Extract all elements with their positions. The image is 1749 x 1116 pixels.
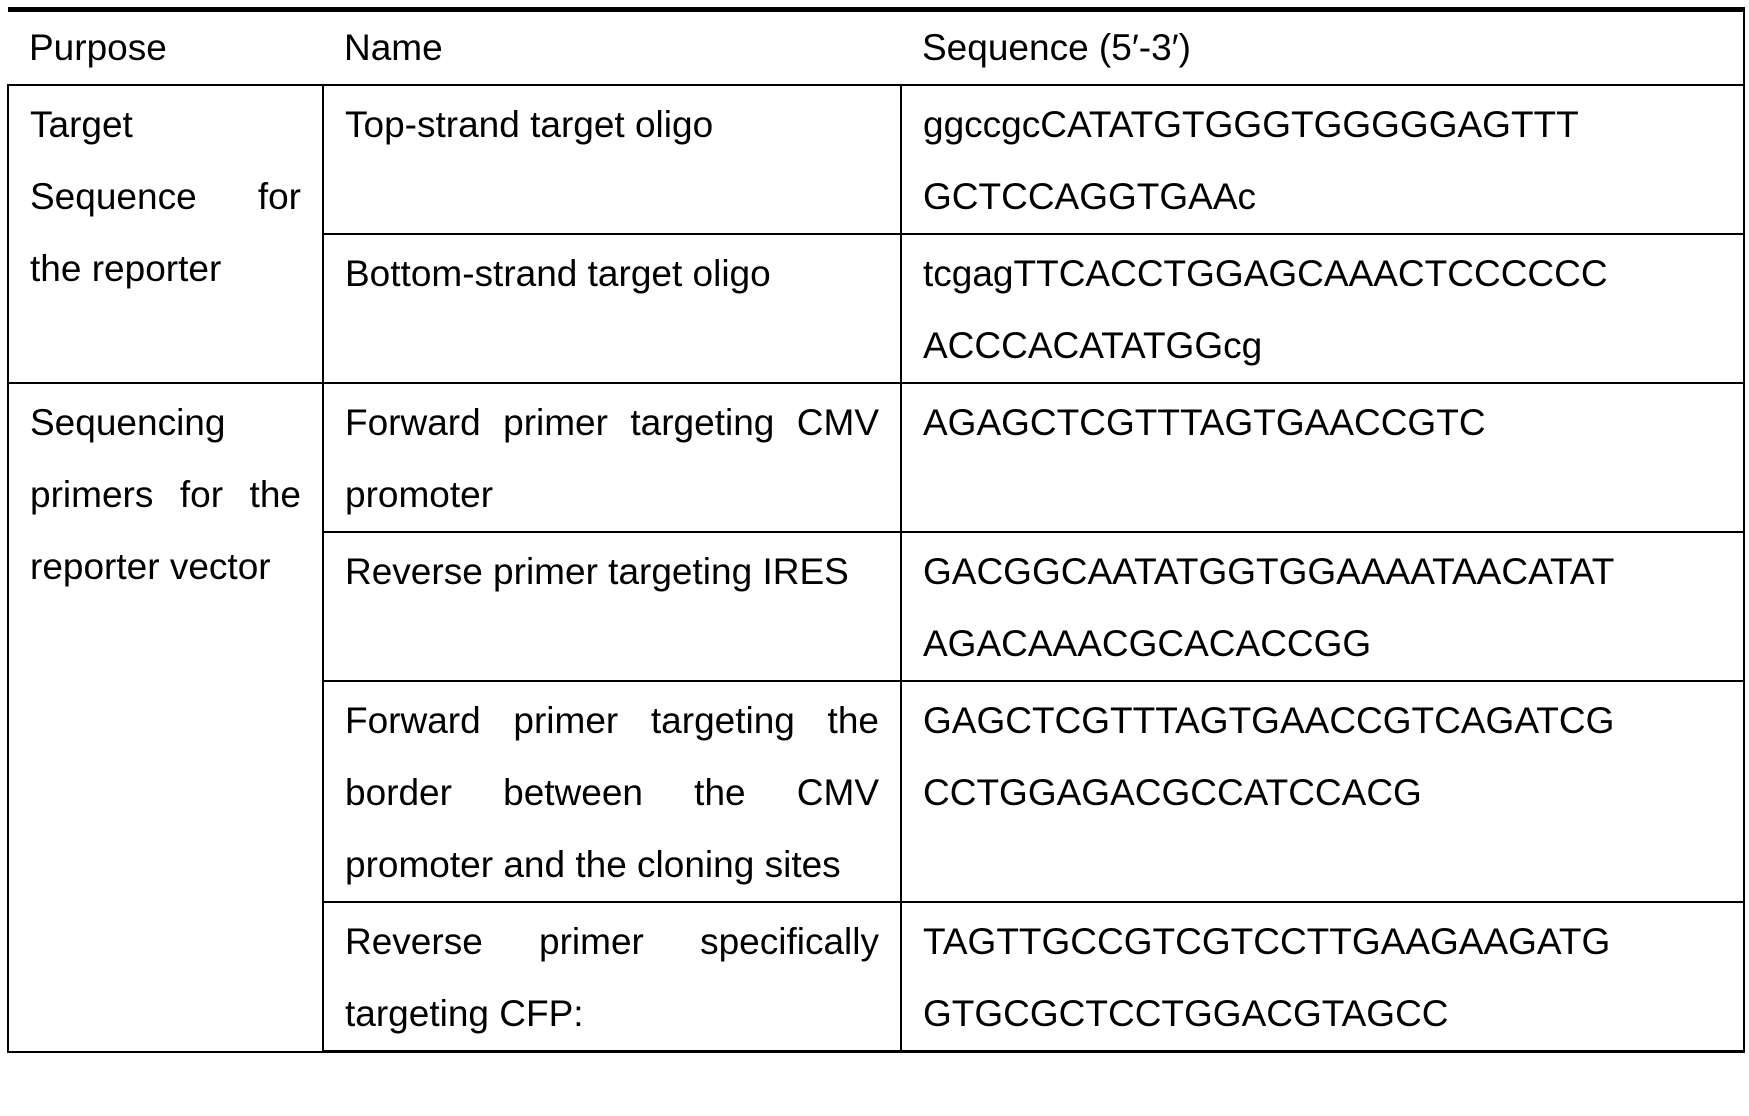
purpose-cell: Sequencing primers for the reporter vect… [7, 382, 324, 1053]
sequence-line: GACGGCAATATGGTGGAAAATAACATAT [923, 551, 1615, 592]
primer-table-container: Purpose Name Sequence (5′-3′) Target Seq… [7, 7, 1745, 1053]
sequence-cell: AGAGCTCGTTTAGTGAACCGTC [900, 382, 1745, 533]
name-cell: Reverse primer targeting IRES [322, 531, 902, 682]
name-cell: Reverse primer specifically targeting CF… [322, 901, 902, 1053]
name-cell: Forward primer targeting CMV promoter [322, 382, 902, 533]
sequence-cell: tcgagTTCACCTGGAGCAAACTCCCCCC ACCCACATATG… [900, 233, 1745, 384]
sequence-cell: TAGTTGCCGTCGTCCTTGAAGAAGATG GTGCGCTCCTGG… [900, 901, 1745, 1053]
sequence-line: AGACAAACGCACACCGG [923, 623, 1372, 664]
purpose-cell: Target Sequence for the reporter [7, 84, 324, 384]
sequence-cell: GAGCTCGTTTAGTGAACCGTCAGATCG CCTGGAGACGCC… [900, 680, 1745, 903]
sequence-line: ggccgcCATATGTGGGTGGGGGAGTTT [923, 104, 1579, 145]
table-row: Forward primer targeting the border betw… [8, 680, 1745, 903]
sequence-line: TAGTTGCCGTCGTCCTTGAAGAAGATG [923, 921, 1611, 962]
sequence-cell: GACGGCAATATGGTGGAAAATAACATAT AGACAAACGCA… [900, 531, 1745, 682]
sequence-line: GCTCCAGGTGAAc [923, 176, 1257, 217]
header-sequence: Sequence (5′-3′) [901, 7, 1745, 86]
header-purpose: Purpose [8, 7, 323, 86]
name-cell: Forward primer targeting the border betw… [322, 680, 902, 903]
sequence-line: CCTGGAGACGCCATCCACG [923, 772, 1422, 813]
table-row: Sequencing primers for the reporter vect… [7, 382, 1745, 1053]
sequence-line: ACCCACATATGGcg [923, 325, 1263, 366]
name-cell: Top-strand target oligo [322, 84, 902, 235]
table-row: Target Sequence for the reporter Top-str… [7, 84, 1745, 384]
table-row: Reverse primer specifically targeting CF… [8, 901, 1745, 1053]
sequence-line: AGAGCTCGTTTAGTGAACCGTC [923, 402, 1486, 443]
table-header-row: Purpose Name Sequence (5′-3′) [8, 7, 1745, 86]
name-cell: Bottom-strand target oligo [322, 233, 902, 384]
table-row: Bottom-strand target oligo tcgagTTCACCTG… [8, 233, 1745, 384]
sequence-cell: ggccgcCATATGTGGGTGGGGGAGTTT GCTCCAGGTGAA… [900, 84, 1745, 235]
table-row: Reverse primer targeting IRES GACGGCAATA… [8, 531, 1745, 682]
primer-table: Purpose Name Sequence (5′-3′) Target Seq… [7, 7, 1745, 1053]
header-name: Name [323, 7, 901, 86]
sequence-line: tcgagTTCACCTGGAGCAAACTCCCCCC [923, 253, 1608, 294]
sequence-line: GAGCTCGTTTAGTGAACCGTCAGATCG [923, 700, 1615, 741]
sequence-line: GTGCGCTCCTGGACGTAGCC [923, 993, 1449, 1034]
